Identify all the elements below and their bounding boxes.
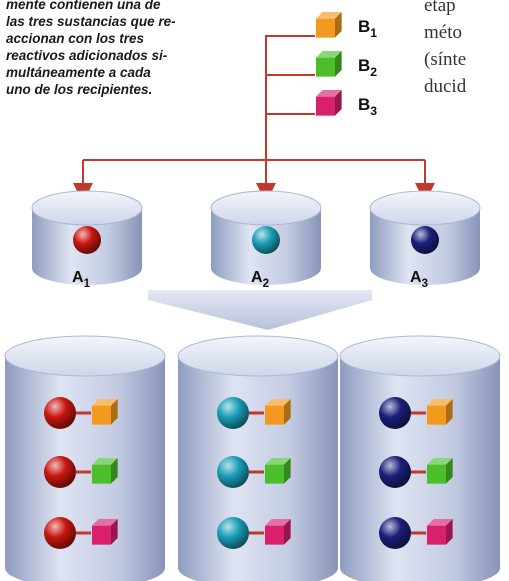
caption-text: mente contienen una de las tres sustanci… [6, 0, 238, 98]
starting-containers: A1 A2 A3 [31, 190, 481, 290]
caption-line: accionan con los tres [6, 31, 145, 46]
caption-line: las tres sustancias que re- [6, 14, 176, 29]
product-container-a2 [177, 335, 339, 581]
caption-line: uno de los recipientes. [6, 82, 153, 97]
reagent-label-b3: B3 [358, 95, 377, 118]
big-down-arrow [148, 290, 372, 330]
reagent-cube-b1 [316, 12, 342, 38]
side-text-fragment: etap méto (sínte ducid [424, 0, 466, 100]
side-text-line: (sínte [424, 49, 467, 70]
product-container-a1 [4, 335, 166, 581]
reagent-cube-b2 [316, 51, 342, 77]
product-cube-a2-b1 [265, 399, 291, 425]
product-cube-a3-b3 [427, 519, 453, 545]
product-sphere-a1-b2 [44, 456, 76, 488]
product-cube-a2-b2 [265, 458, 291, 484]
product-sphere-a3-b3 [379, 517, 411, 549]
caption-line: reactivos adicionados si- [6, 48, 168, 63]
substance-sphere-a2 [252, 226, 280, 254]
substance-label-a1: A1 [72, 269, 91, 290]
product-sphere-a1-b3 [44, 517, 76, 549]
product-sphere-a2-b2 [217, 456, 249, 488]
side-text-line: méto [424, 22, 462, 43]
product-sphere-a3-b2 [379, 456, 411, 488]
product-containers [4, 335, 501, 581]
product-cube-a3-b1 [427, 399, 453, 425]
process-arrow [148, 290, 372, 330]
distribution-lines [73, 35, 435, 203]
product-cube-a1-b2 [92, 458, 118, 484]
product-sphere-a3-b1 [379, 397, 411, 429]
substance-label-a3: A3 [410, 269, 428, 290]
product-sphere-a1-b1 [44, 397, 76, 429]
substance-label-a2: A2 [251, 269, 269, 290]
side-text-line: etap [424, 0, 456, 16]
substance-sphere-a1 [73, 226, 101, 254]
product-cube-a3-b2 [427, 458, 453, 484]
caption-line: multáneamente a cada [6, 65, 151, 80]
product-container-a3 [339, 335, 501, 581]
side-text-line: ducid [424, 76, 467, 97]
reagent-label-b1: B1 [358, 17, 377, 40]
product-cube-a1-b3 [92, 519, 118, 545]
product-sphere-a2-b1 [217, 397, 249, 429]
substance-sphere-a3 [411, 226, 439, 254]
caption-line: mente contienen una de [6, 0, 161, 12]
product-sphere-a2-b3 [217, 517, 249, 549]
product-cube-a1-b1 [92, 399, 118, 425]
trunk-line [256, 35, 315, 203]
reagent-label-b2: B2 [358, 56, 377, 79]
reagent-cube-b3 [316, 90, 342, 116]
product-cube-a2-b3 [265, 519, 291, 545]
